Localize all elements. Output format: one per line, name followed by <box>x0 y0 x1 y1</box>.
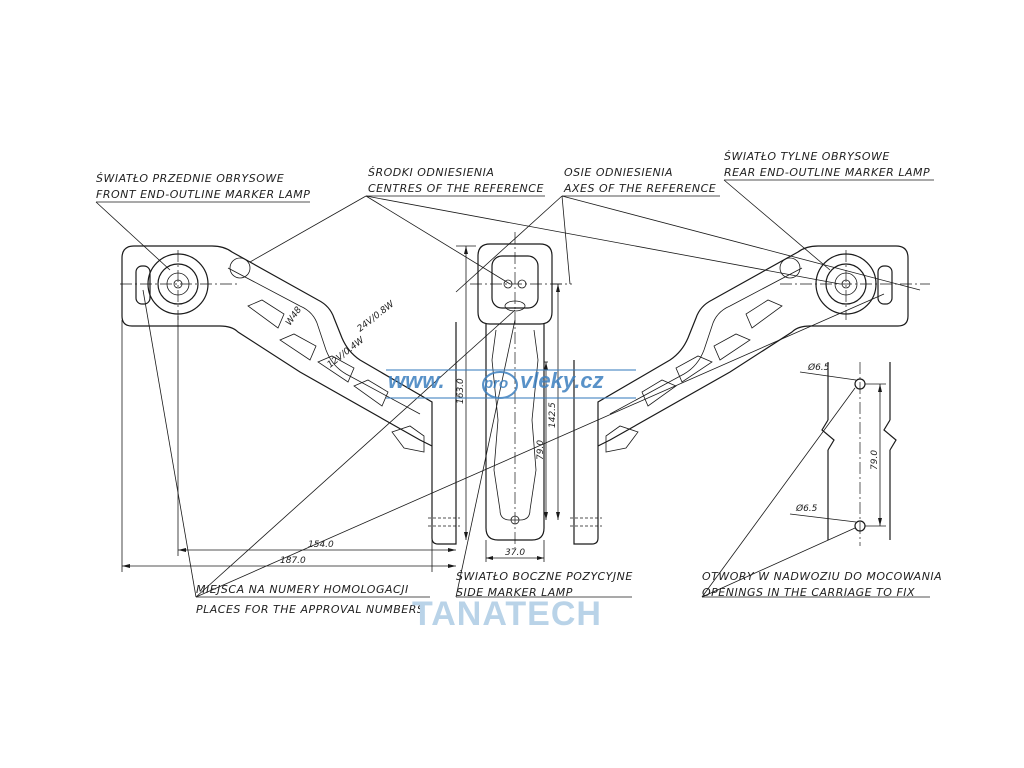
logo-stamp-icon-rear <box>779 257 801 279</box>
dim-142: 142.5 <box>548 402 558 428</box>
openings-label-en: OPENINGS IN THE CARRIAGE TO FIX <box>702 586 915 599</box>
side-lamp-label-pl: ŚWIATŁO BOCZNE POZYCYJNE <box>456 570 633 583</box>
side-lamp-label-en: SIDE MARKER LAMP <box>456 586 573 599</box>
leader-lines <box>95 179 934 598</box>
dim-hole-bottom: Ø6.5 <box>795 503 818 514</box>
marking-code: W48 <box>284 305 304 328</box>
dim-187: 187.0 <box>280 556 306 566</box>
openings-label-pl: OTWORY W NADWOZIU DO MOCOWANIA <box>702 570 942 583</box>
dim-154: 154.0 <box>308 540 334 550</box>
centres-label-pl: ŚRODKI ODNIESIENIA <box>368 166 494 179</box>
front-lamp-label-pl: ŚWIATŁO PRZEDNIE OBRYSOWE <box>96 172 284 185</box>
dim-hole-top: Ø6.5 <box>807 362 830 373</box>
brand-logo: TANATECH <box>412 595 602 633</box>
rear-lamp-label-en: REAR END-OUTLINE MARKER LAMP <box>724 166 930 179</box>
axes-label-en: AXES OF THE REFERENCE <box>563 182 716 195</box>
watermark-www: www. <box>388 368 445 393</box>
marking-24v: 24V/0.8W <box>356 299 398 335</box>
dim-163: 163.0 <box>456 378 466 404</box>
dim-79-side: 79.0 <box>536 440 546 460</box>
side-lamp-drawing: 37.0 142.5 79.0 <box>470 232 572 562</box>
watermark-pro: pro <box>483 375 508 392</box>
rear-lamp-label-pl: ŚWIATŁO TYLNE OBRYSOWE <box>724 150 890 163</box>
centres-label-en: CENTRES OF THE REFERENCE <box>368 182 544 195</box>
approval-label-en: PLACES FOR THE APPROVAL NUMBERS <box>196 603 424 616</box>
front-approval-plate <box>135 265 151 305</box>
watermark-site: vleky.cz <box>520 368 604 393</box>
front-lamp-label-en: FRONT END-OUTLINE MARKER LAMP <box>96 188 310 201</box>
logo-stamp-icon <box>229 257 251 279</box>
dim-79-holes: 79.0 <box>870 450 880 470</box>
front-lamp-drawing: W48 24V/0.8W 12V/0.4W 154.0 187.0 163.0 <box>120 245 476 572</box>
labels: ŚWIATŁO PRZEDNIE OBRYSOWE FRONT END-OUTL… <box>96 150 942 616</box>
rear-approval-plate <box>877 265 893 305</box>
approval-label-pl: MIEJSCA NA NUMERY HOMOLOGACJI <box>196 583 409 596</box>
watermark: www. pro vleky.cz <box>386 368 636 399</box>
rear-lamp-drawing <box>570 245 930 545</box>
dim-37: 37.0 <box>505 548 525 558</box>
mounting-holes-drawing: 79.0 Ø6.5 Ø6.5 <box>789 362 897 546</box>
marking-12v: 12V/0.4W <box>326 335 368 371</box>
axes-label-pl: OSIE ODNIESIENIA <box>564 166 673 179</box>
